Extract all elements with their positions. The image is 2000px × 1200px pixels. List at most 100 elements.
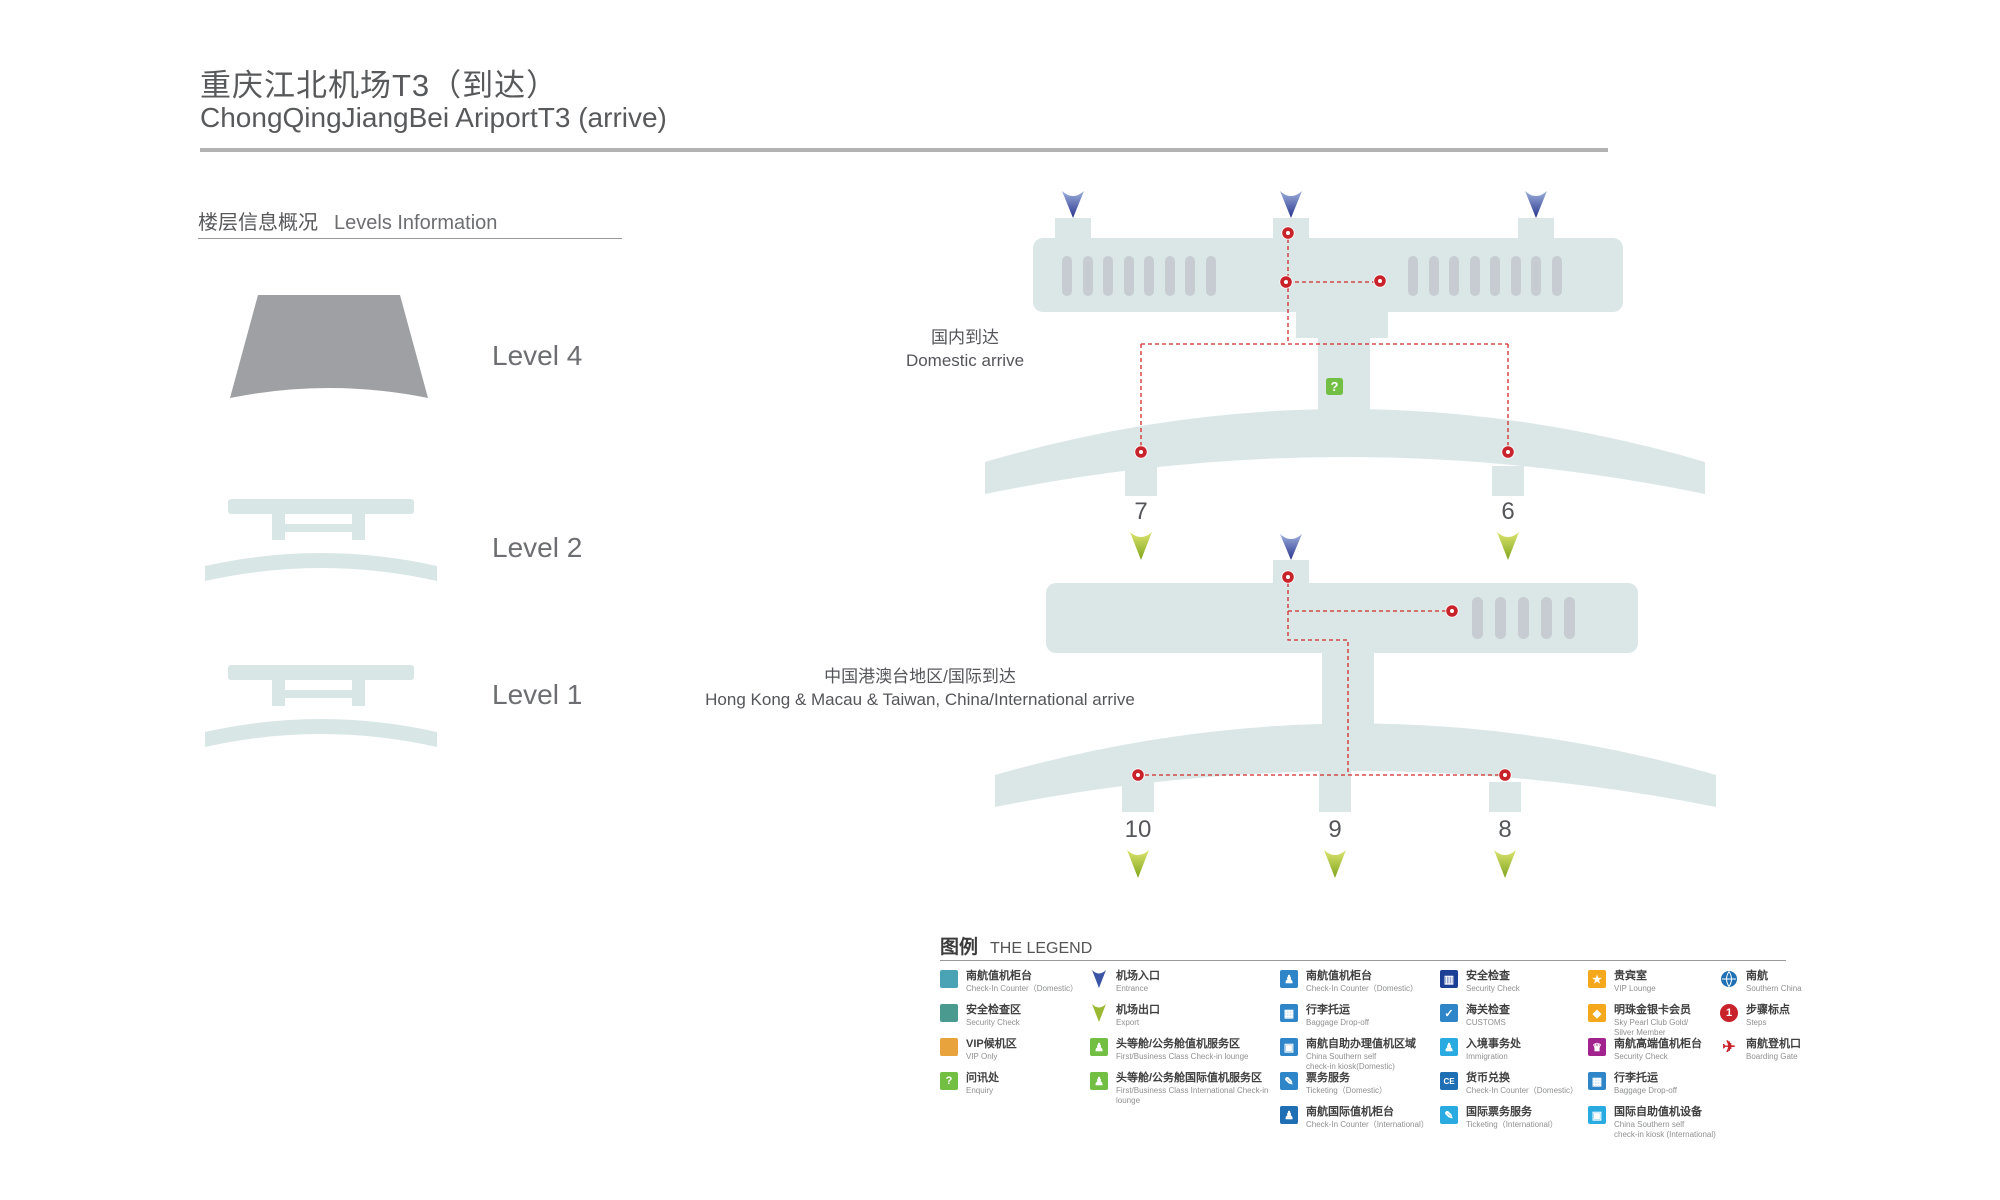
legend-item-label-zh: 南航 [1746, 970, 1768, 982]
exit-number-6: 6 [1501, 498, 1515, 525]
legend-item-label-en: Check-In Counter（Domestic） [1466, 1086, 1579, 1095]
area-security-icon [940, 1004, 958, 1022]
legend-item: 安全检查区 Security Check [940, 1004, 1090, 1038]
domestic-exit-arrows [1130, 532, 1519, 560]
legend-item-label-en: Security Check [966, 1018, 1020, 1027]
step-marker [1501, 445, 1515, 459]
legend-item-label-en: VIP Only [966, 1052, 998, 1061]
vip-lounge-icon: ★ [1588, 970, 1606, 988]
legend-item-label-en: Check-In Counter（Domestic） [966, 984, 1079, 993]
level4-shape [230, 295, 428, 398]
svg-text:?: ? [1331, 379, 1339, 394]
legend-item-label-zh: 步骤标点 [1746, 1004, 1790, 1016]
levels-heading-zh: 楼层信息概况 [198, 212, 318, 234]
boarding-gate-icon: ✈ [1722, 1039, 1736, 1056]
entrance-arrow-icon [1090, 970, 1108, 988]
legend-item: CE 货币兑换 Check-In Counter（Domestic） [1440, 1072, 1588, 1106]
domestic-gate-slots [1062, 256, 1562, 296]
levels-heading-underline [198, 238, 622, 239]
checkin-domestic-icon: ♟ [1280, 970, 1298, 988]
legend-item-label-zh: 行李托运 [1306, 1004, 1350, 1016]
self-kiosk-domestic-icon: ▣ [1280, 1038, 1298, 1056]
exit-arrow-icon [1494, 850, 1516, 878]
legend-item: ✎ 票务服务 Ticketing（Domestic） [1280, 1072, 1440, 1106]
step-marker [1445, 604, 1459, 618]
legend-item-label-zh: 国际票务服务 [1466, 1106, 1532, 1118]
exit-arrow-icon [1324, 850, 1346, 878]
southern-china-icon [1720, 970, 1738, 988]
ticketing-domestic-icon: ✎ [1280, 1072, 1298, 1090]
legend-item-label-en: Export [1116, 1018, 1140, 1027]
step-marker [1498, 768, 1512, 782]
legend-item-label-en: Check-In Counter（International） [1306, 1120, 1429, 1129]
legend-item-label-en: CUSTOMS [1466, 1018, 1506, 1027]
domestic-arrive-label-zh: 国内到达 [931, 328, 999, 347]
legend-item-label-en: VIP Lounge [1614, 984, 1656, 993]
legend-item-label-en: Southern China [1746, 984, 1802, 993]
entrance-arrow-icon [1280, 191, 1302, 218]
levels-heading: 楼层信息概况 Levels Information [198, 206, 497, 235]
legend-item-label-zh: 货币兑换 [1466, 1072, 1510, 1084]
legend-item-label-en: Enquiry [966, 1086, 994, 1095]
legend-item-label-zh: 国际自助值机设备 [1614, 1106, 1702, 1118]
exit-number-9: 9 [1328, 816, 1342, 843]
premium-checkin-icon: ♛ [1588, 1038, 1606, 1056]
step-marker [1131, 768, 1145, 782]
legend-item-label-en: Entrance [1116, 984, 1149, 993]
legend-item-label-en: Ticketing（Domestic） [1306, 1086, 1388, 1095]
baggage-dropoff-icon: ▦ [1588, 1072, 1606, 1090]
legend-item-label-zh: VIP候机区 [966, 1038, 1017, 1050]
step-marker [1134, 445, 1148, 459]
legend-item-label-zh: 海关检查 [1466, 1004, 1510, 1016]
legend-item-label-en: Check-In Counter（Domestic） [1306, 984, 1419, 993]
international-arrive-label-zh: 中国港澳台地区/国际到达 [824, 667, 1016, 686]
step-marker [1373, 274, 1387, 288]
legend-item-label-zh: 行李托运 [1614, 1072, 1658, 1084]
legend-item-label-zh: 头等舱/公务舱值机服务区 [1116, 1038, 1241, 1050]
currency-exchange-icon: CE [1440, 1072, 1458, 1090]
level-2-label: Level 2 [492, 532, 583, 563]
legend-item-label-zh: 机场入口 [1116, 970, 1160, 982]
exit-arrow-icon [1127, 850, 1149, 878]
levels-heading-en: Levels Information [334, 212, 498, 234]
page-title-zh: 重庆江北机场T3（到达） [200, 68, 559, 103]
exit-arrow-icon [1090, 1004, 1108, 1022]
legend-item-label-zh: 头等舱/公务舱国际值机服务区 [1116, 1072, 1263, 1084]
legend-item-label-zh: 问讯处 [966, 1072, 999, 1084]
baggage-dropoff-icon: ▦ [1280, 1004, 1298, 1022]
exit-number-10: 10 [1124, 816, 1152, 843]
legend-item-label-zh: 贵宾室 [1614, 970, 1647, 982]
legend-item: VIP候机区 VIP Only [940, 1038, 1090, 1072]
fb-intl-lounge-icon: ♟ [1090, 1072, 1108, 1090]
legend-item-label-zh: 票务服务 [1306, 1072, 1350, 1084]
international-terminal-building [995, 560, 1716, 812]
legend-title-en: THE LEGEND [990, 940, 1093, 957]
step-marker [1281, 226, 1295, 240]
domestic-route-path [1140, 239, 1509, 446]
immigration-icon: ♟ [1440, 1038, 1458, 1056]
level-1-label: Level 1 [492, 679, 583, 710]
legend-item: ★ 贵宾室 VIP Lounge [1588, 970, 1720, 1004]
international-exit-arrows [1127, 850, 1516, 878]
international-arrive-label-en: Hong Kong & Macau & Taiwan, China/Intern… [705, 690, 1135, 709]
international-entrance-arrows [1280, 534, 1302, 560]
legend-item-label-zh: 安全检查区 [966, 1004, 1021, 1016]
legend-item-label-zh: 南航高端值机柜台 [1614, 1038, 1702, 1050]
domestic-entrance-arrows [1062, 191, 1547, 218]
